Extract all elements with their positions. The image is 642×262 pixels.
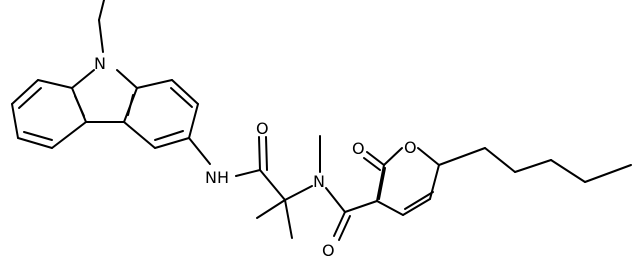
amide-oxygen-label: O	[256, 119, 269, 138]
carbazole-left-benzene	[11, 79, 87, 149]
ring-oxygen-label: O	[404, 138, 417, 157]
pentyl-chain	[438, 147, 632, 183]
carbazole-right-benzene	[123, 79, 199, 149]
amide-linker	[188, 136, 286, 201]
n-methyl-group	[319, 135, 346, 213]
pyranone-ring	[376, 147, 440, 216]
amide-nh-label: NH	[205, 168, 229, 187]
ethyl-group	[98, 0, 105, 53]
gem-dimethyl-carbon	[256, 185, 313, 239]
carbazole-nitrogen-label: N	[94, 54, 106, 73]
carboxamide-carbonyl	[333, 200, 378, 241]
lactone-carbonyl	[363, 151, 385, 171]
lactone-oxygen-label: O	[352, 139, 365, 158]
carboxamide-oxygen-label: O	[322, 241, 335, 260]
methyl-nitrogen-label: N	[313, 172, 325, 191]
